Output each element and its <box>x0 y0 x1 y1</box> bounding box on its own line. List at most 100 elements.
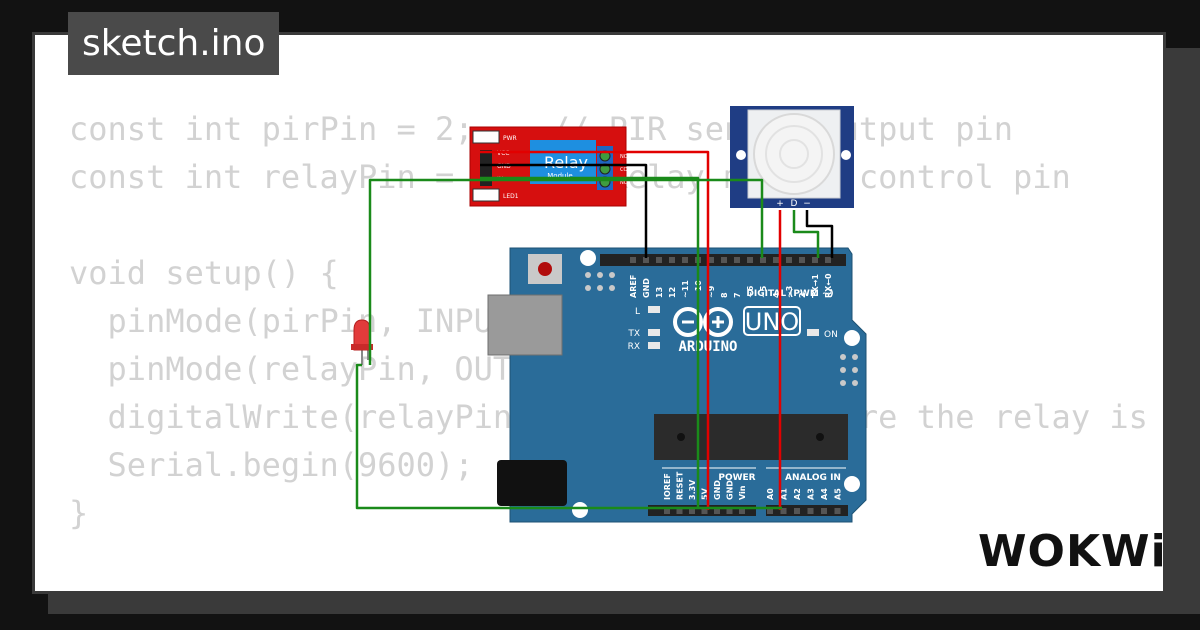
header-pin[interactable] <box>708 257 714 263</box>
led-rx <box>648 342 660 349</box>
led1-indicator <box>472 188 500 202</box>
wire-led-ground <box>355 430 782 510</box>
header-pin[interactable] <box>807 508 814 514</box>
wire-gnd-pir <box>805 210 834 258</box>
pin-label: IOREF <box>663 473 672 500</box>
header-pin[interactable] <box>773 257 779 263</box>
pin-label: ~6 <box>746 285 755 298</box>
wires <box>355 150 834 510</box>
wire-led-signal <box>368 178 764 365</box>
header-pin[interactable] <box>834 508 841 514</box>
wire-vcc-relay <box>480 150 710 510</box>
header-pin[interactable] <box>747 257 753 263</box>
pin-label: ~5 <box>759 285 768 298</box>
relay-subtitle: Module <box>547 172 572 180</box>
code-line: void setup() { <box>69 254 339 292</box>
header-pin[interactable] <box>630 257 636 263</box>
header-pin[interactable] <box>656 257 662 263</box>
usb-connector <box>487 294 563 356</box>
pin-label: ~3 <box>785 286 794 298</box>
pin-label: A1 <box>780 488 789 500</box>
led-on <box>807 329 819 336</box>
relay-contact-label: COM <box>620 167 632 173</box>
header-pin[interactable] <box>767 508 773 514</box>
mount-hole <box>580 250 596 266</box>
header-pin[interactable] <box>676 508 683 514</box>
code-line: void loop() { <box>69 585 1163 591</box>
header-pin[interactable] <box>689 508 695 514</box>
pin-label: A2 <box>793 488 802 500</box>
header-pin[interactable] <box>786 257 792 263</box>
header-pin[interactable] <box>669 257 675 263</box>
pin-label: ~9 <box>707 285 716 298</box>
pin-label: GND <box>713 480 722 500</box>
pin-label: 8 <box>720 292 729 298</box>
header-pin[interactable] <box>734 257 740 263</box>
led-tx <box>648 329 660 336</box>
led-tx-label: TX <box>627 329 640 339</box>
led-l <box>648 306 660 313</box>
header-pin[interactable] <box>721 257 727 263</box>
led-rx-label: RX <box>628 342 640 352</box>
relay-coil <box>530 140 596 184</box>
pin-label: Vin <box>738 485 747 500</box>
mount-hole <box>844 330 860 346</box>
pin-label: AREF <box>629 275 638 298</box>
wire-led-leg <box>355 363 362 430</box>
model-label: UNO <box>745 308 799 336</box>
relay-pin-label: PWR <box>503 135 517 142</box>
pin-label: RX←0 <box>824 273 833 298</box>
pin-label: GND <box>642 278 651 298</box>
pin-label: A4 <box>820 488 829 500</box>
led-on-label: ON <box>824 330 838 340</box>
pin-label: 5V <box>701 487 710 500</box>
header-pin[interactable] <box>726 508 733 514</box>
relay-module[interactable]: PWR VCC GND IN LED1 Relay Module NO COM … <box>469 126 632 207</box>
mount-hole <box>572 502 588 518</box>
reset-button[interactable] <box>538 262 552 276</box>
relay-contact-label: NC <box>620 180 628 186</box>
header-pin[interactable] <box>643 257 649 263</box>
analog-title: ANALOG IN <box>785 473 841 483</box>
relay-title: Relay <box>544 153 588 172</box>
power-jack <box>497 460 567 506</box>
header-pin[interactable] <box>682 257 688 263</box>
header-pin[interactable] <box>714 508 720 514</box>
pin-label: 4 <box>772 292 781 298</box>
header-pin[interactable] <box>780 508 787 514</box>
wire-relay-in <box>480 176 700 508</box>
pin-label: 2 <box>798 292 807 298</box>
pir-sensor[interactable]: + D − <box>730 106 854 209</box>
pin-label: RESET <box>676 471 685 500</box>
header-pin[interactable] <box>812 257 818 263</box>
pin-label: ~11 <box>681 280 690 298</box>
led-l-label: L <box>635 307 640 317</box>
pin-label: A0 <box>766 488 775 500</box>
pir-pin-label: − <box>803 199 811 209</box>
arduino-infinity-icon <box>673 307 733 337</box>
power-title: POWER <box>718 473 755 483</box>
header-pin[interactable] <box>760 257 766 263</box>
header-pin[interactable] <box>701 508 708 514</box>
header-pin[interactable] <box>821 508 827 514</box>
code-line: Serial.begin(9600); <box>69 446 474 484</box>
pin-label: 3.3V <box>688 479 697 500</box>
header-pin[interactable] <box>825 257 831 263</box>
header-pin[interactable] <box>799 257 805 263</box>
pin-label: 12 <box>668 287 677 298</box>
file-tab[interactable]: sketch.ino <box>68 12 280 75</box>
header-pin[interactable] <box>739 508 745 514</box>
digital-title: DIGITAL (PWM ~) <box>746 289 833 299</box>
header-pin[interactable] <box>664 508 670 514</box>
pin-label: GND <box>726 480 735 500</box>
header-pin[interactable] <box>794 508 800 514</box>
pir-pin-label: + <box>776 199 784 209</box>
red-led[interactable] <box>351 319 373 365</box>
code-line: } <box>69 494 89 532</box>
icsp-header-right <box>840 354 858 386</box>
relay-contact-label: NO <box>620 154 628 160</box>
pin-label: TX→1 <box>811 274 820 298</box>
